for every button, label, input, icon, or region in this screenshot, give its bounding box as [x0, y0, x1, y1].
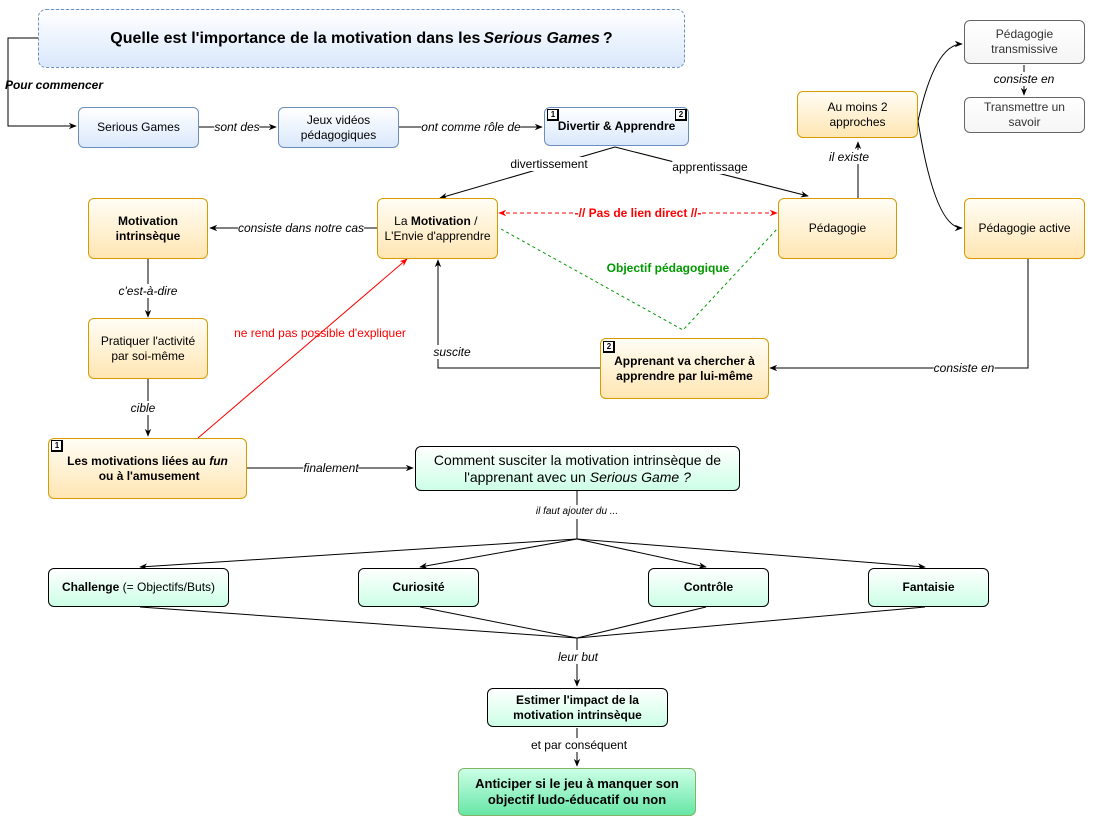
node-transmissive-label: Pédagogie transmissive [991, 27, 1058, 56]
node-serious-games: Serious Games [78, 107, 199, 148]
label-ont-comme-role: ont comme rôle de [421, 120, 521, 134]
edge-challenge-merge [139, 606, 578, 639]
node-pedagogie-label: Pédagogie [808, 221, 867, 235]
edge-branch-curiosite [419, 538, 578, 569]
edge-ne-rend-pas [197, 258, 408, 439]
node-motivation-intrinseque: Motivation intrinsèque [88, 198, 208, 259]
edge-branch-challenge [139, 538, 578, 570]
node-motivation: La Motivation / L'Envie d'apprendre [377, 198, 498, 259]
fun-post: ou à l'amusement [95, 468, 200, 483]
comment-em: Serious Game ? [589, 468, 691, 485]
fun-pre: Les motivations liées au [67, 453, 210, 468]
label-apprentissage: apprentissage [672, 160, 748, 174]
node-curiosite-label: Curiosité [392, 580, 445, 594]
diagram-title: Quelle est l'importance de la motivation… [38, 9, 685, 68]
node-divertir-label: Divertir & Apprendre [557, 119, 676, 133]
edge-fantaisie-merge [576, 606, 926, 639]
badge-two-apprenant-icon: 2 [603, 341, 615, 353]
edge-active-apprenant [769, 258, 1029, 372]
edge-aumoins-transmissive [917, 40, 963, 122]
node-estimer-label: Estimer l'impact de la motivation intrin… [513, 692, 642, 722]
node-serious-games-label: Serious Games [97, 120, 180, 134]
node-au-moins-label: Au moins 2 approches [827, 99, 888, 129]
node-curiosite: Curiosité [358, 568, 479, 607]
node-apprenant: Apprenant va chercher à apprendre par lu… [600, 338, 769, 399]
challenge-rest: (= Objectifs/Buts) [119, 580, 216, 594]
node-au-moins-2: Au moins 2 approches [797, 91, 918, 138]
challenge-bold: Challenge [61, 580, 120, 594]
label-il-faut-ajouter: il faut ajouter du ... [535, 505, 619, 519]
node-pratiquer: Pratiquer l'activité par soi-même [88, 318, 208, 379]
node-comment-susciter: Comment susciter la motivation intrinsèq… [415, 446, 740, 491]
label-et-par-consequent: et par conséquent [530, 738, 628, 752]
edge-aumoins-active [917, 120, 963, 232]
node-pedagogie: Pédagogie [778, 198, 897, 259]
label-cest-a-dire: c'est-à-dire [118, 284, 178, 298]
node-anticiper-label: Anticiper si le jeu à manquer son object… [475, 776, 679, 807]
label-consiste-en-1: consiste en [993, 72, 1055, 86]
badge-one-fun-icon: 1 [51, 440, 63, 452]
node-fantaisie: Fantaisie [868, 568, 989, 607]
node-anticiper: Anticiper si le jeu à manquer son object… [458, 768, 696, 816]
motivation-bold: Motivation [410, 213, 471, 228]
edge-objectif-pedagogique [500, 227, 779, 331]
edge-branch-controle [576, 538, 707, 569]
title-suffix: ? [602, 30, 613, 47]
fun-em: fun [209, 453, 228, 468]
node-pratiquer-label: Pratiquer l'activité par soi-même [100, 333, 196, 363]
label-objectif-pedagogique: Objectif pédagogique [606, 261, 730, 275]
comment-pre: Comment susciter la motivation intrinsèq… [433, 451, 725, 485]
node-transmettre-label: Transmettre un savoir [984, 100, 1065, 129]
edge-apprenant-motivation [434, 259, 600, 369]
title-prefix: Quelle est l'importance de la motivation… [110, 30, 481, 47]
label-cible: cible [130, 401, 156, 415]
motivation-mid: / [470, 213, 481, 228]
label-ne-rend-pas: ne rend pas possible d'expliquer [234, 326, 406, 340]
node-pedagogie-active: Pédagogie active [964, 198, 1085, 259]
node-jeux-videos-label: Jeux vidéos pédagogiques [300, 112, 377, 142]
node-intrinseque-label: Motivation intrinsèque [115, 213, 181, 243]
label-sont-des: sont des [214, 120, 260, 134]
node-controle: Contrôle [648, 568, 769, 607]
node-motivations-fun: Les motivations liées au fun ou à l'amus… [48, 438, 247, 499]
node-controle-label: Contrôle [683, 580, 734, 594]
node-jeux-videos: Jeux vidéos pédagogiques [278, 107, 399, 148]
label-pas-de-lien: -// Pas de lien direct //- [574, 206, 702, 220]
node-transmettre: Transmettre un savoir [964, 97, 1085, 133]
label-consiste-en-2: consiste en [933, 361, 995, 375]
node-fantaisie-label: Fantaisie [902, 580, 955, 594]
node-estimer: Estimer l'impact de la motivation intrin… [487, 688, 668, 727]
motivation-post: L'Envie d'apprendre [384, 228, 491, 243]
label-pour-commencer: Pour commencer [4, 78, 104, 92]
edge-curiosite-merge [419, 606, 578, 639]
edge-controle-merge [576, 606, 707, 639]
node-pedagogie-transmissive: Pédagogie transmissive [964, 20, 1085, 64]
motivation-pre: La [394, 213, 411, 228]
node-apprenant-label: Apprenant va chercher à apprendre par lu… [614, 353, 755, 383]
badge-one-icon: 1 [547, 109, 559, 121]
node-divertir-apprendre: Divertir & Apprendre [544, 107, 689, 146]
edge-branch-fantaisie [576, 538, 926, 570]
label-finalement: finalement [303, 461, 359, 475]
edge-title-serious [7, 37, 77, 130]
label-suscite: suscite [433, 345, 471, 359]
label-il-existe: il existe [828, 150, 870, 164]
badge-two-icon: 2 [675, 109, 687, 121]
label-consiste-dans: consiste dans notre cas [237, 221, 365, 235]
title-em: Serious Games [483, 30, 600, 47]
node-challenge: Challenge (= Objectifs/Buts) [48, 568, 229, 607]
label-divertissement: divertissement [510, 157, 588, 171]
node-active-label: Pédagogie active [978, 221, 1071, 235]
label-leur-but: leur but [557, 650, 599, 664]
edge-divertir-motivation [439, 146, 616, 200]
